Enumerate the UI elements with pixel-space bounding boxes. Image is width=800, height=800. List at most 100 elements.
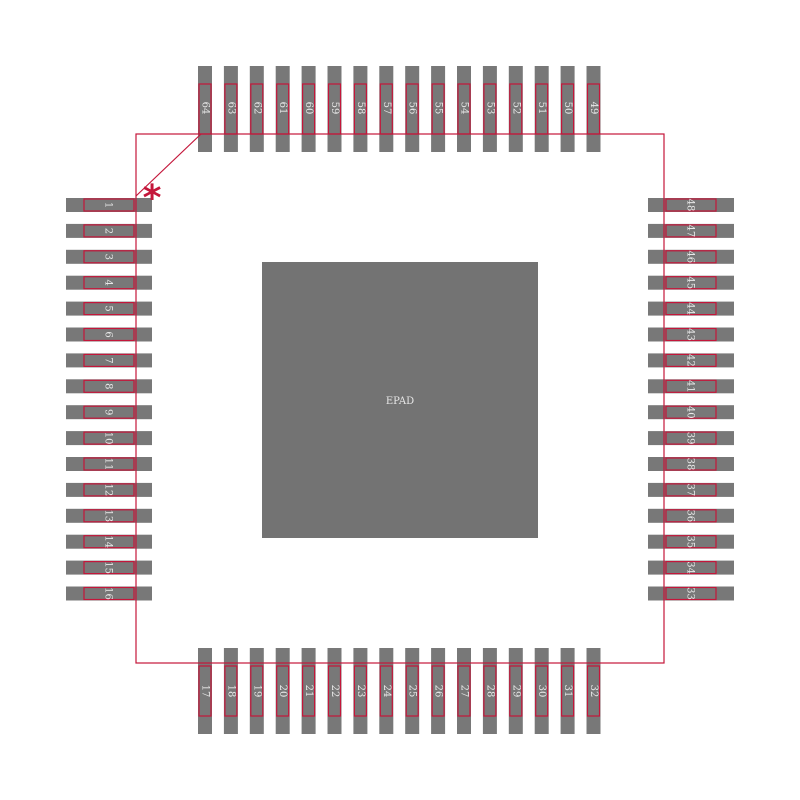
pin-label-47: 47 [685, 225, 696, 238]
pad-11 [66, 457, 152, 471]
pad-51 [534, 66, 549, 152]
pin-label-54: 54 [459, 102, 470, 115]
pad-9 [66, 405, 152, 420]
pin-label-11: 11 [103, 458, 114, 471]
pad-27 [457, 648, 471, 734]
pin-outline-46 [665, 250, 717, 264]
pad-22 [327, 648, 342, 734]
pad-35 [648, 534, 734, 549]
pin-outline-12 [83, 483, 135, 497]
pin-outline-39 [665, 431, 717, 445]
pin-outline-24 [379, 665, 393, 717]
pin-outline-56 [405, 83, 419, 135]
pin-label-27: 27 [459, 685, 470, 698]
pad-17 [198, 648, 212, 734]
pin-outline-47 [665, 224, 717, 238]
pads-layer [66, 66, 734, 734]
pad-46 [648, 249, 734, 264]
pad-31 [560, 648, 575, 734]
pin-outline-51 [535, 83, 549, 135]
pad-18 [223, 648, 238, 734]
pin-label-1: 1 [103, 202, 114, 208]
pin-label-32: 32 [588, 685, 599, 698]
pin-label-57: 57 [381, 102, 392, 115]
pin-outline-45 [665, 276, 717, 290]
pin-outline-50 [560, 83, 575, 135]
pad-57 [379, 66, 394, 152]
pad-44 [648, 301, 734, 316]
pad-33 [648, 586, 734, 601]
pin-outlines-layer [83, 83, 717, 717]
pin-label-24: 24 [381, 685, 392, 698]
pad-12 [66, 482, 152, 497]
pin-label-4: 4 [103, 280, 114, 286]
pad-15 [66, 560, 152, 575]
pin-outline-17 [198, 665, 212, 717]
pin1-chamfer-line [135, 133, 202, 197]
pin-outline-19 [250, 665, 264, 717]
pin-label-55: 55 [433, 102, 444, 115]
pin-label-60: 60 [303, 102, 314, 115]
pad-25 [405, 648, 420, 734]
epad-label: EPAD [386, 396, 414, 407]
pad-29 [508, 648, 523, 734]
pin-label-45: 45 [685, 276, 696, 289]
pad-10 [66, 431, 152, 446]
pin1-marker: * [143, 178, 162, 219]
pad-49 [586, 66, 601, 152]
pin-label-38: 38 [685, 458, 696, 471]
pin-outline-23 [353, 665, 367, 717]
pin-label-53: 53 [484, 102, 495, 115]
pin-outline-10 [83, 431, 135, 445]
pin-label-21: 21 [303, 685, 314, 698]
pin-outline-55 [431, 83, 445, 135]
pin-label-7: 7 [103, 357, 114, 363]
pin-outline-32 [586, 665, 601, 717]
pin-outline-41 [665, 379, 717, 393]
pin-label-51: 51 [536, 102, 547, 115]
pin-label-18: 18 [225, 685, 236, 698]
pin-label-41: 41 [685, 380, 696, 393]
pin-outline-29 [509, 665, 523, 717]
pad-53 [482, 66, 497, 152]
pad-56 [405, 66, 420, 152]
pin-outline-52 [509, 83, 523, 135]
pin-outline-34 [665, 560, 717, 575]
pad-63 [223, 66, 238, 152]
pad-52 [508, 66, 523, 152]
pin-label-46: 46 [685, 250, 696, 263]
pad-37 [648, 482, 734, 497]
pad-24 [379, 648, 394, 734]
pin-outline-5 [83, 302, 135, 316]
pad-28 [482, 648, 497, 734]
pin-outline-57 [379, 83, 393, 135]
pin-outline-18 [224, 665, 238, 717]
pad-41 [648, 379, 734, 394]
pin-outline-48 [665, 198, 717, 212]
pin-outline-62 [250, 83, 264, 135]
pin-outline-40 [665, 405, 717, 419]
pad-45 [648, 275, 734, 290]
pin-outline-13 [83, 509, 135, 523]
pin-label-16: 16 [103, 587, 114, 600]
pad-36 [648, 508, 734, 523]
pin-outline-63 [224, 83, 238, 135]
pin-label-9: 9 [103, 409, 114, 415]
pin-label-17: 17 [200, 685, 211, 698]
pin-outline-30 [535, 665, 549, 717]
pin-outline-44 [665, 302, 717, 316]
pin-outline-25 [405, 665, 419, 717]
pin-label-40: 40 [685, 406, 696, 419]
pin-label-25: 25 [407, 685, 418, 698]
pad-14 [66, 534, 152, 549]
pin-outline-6 [83, 327, 135, 342]
pad-39 [648, 431, 734, 446]
pin-label-63: 63 [225, 102, 236, 115]
pad-61 [275, 66, 290, 152]
pin-label-64: 64 [200, 102, 211, 115]
pin-outline-36 [665, 509, 717, 523]
pin-label-58: 58 [355, 102, 366, 115]
pad-7 [66, 353, 152, 368]
pin-label-28: 28 [484, 685, 495, 698]
